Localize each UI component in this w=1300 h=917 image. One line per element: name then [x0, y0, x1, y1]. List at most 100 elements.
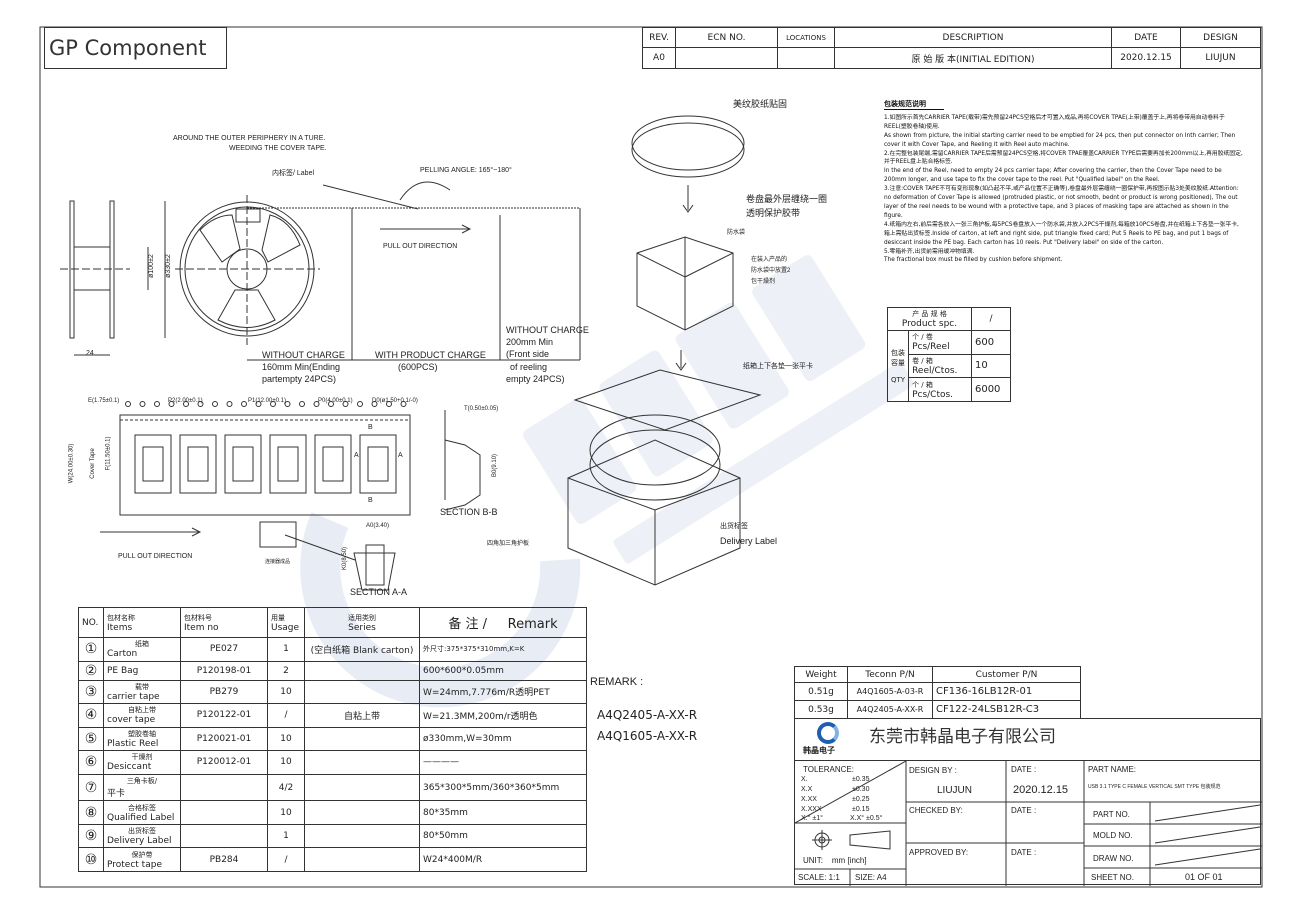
- bom-remark: 80*50mm: [419, 823, 587, 849]
- bom-header-series-en: Series: [348, 622, 376, 633]
- sprocket-hole: [168, 401, 175, 407]
- design-date: 2020.12.15: [1013, 784, 1069, 796]
- bom-usage: 10: [267, 750, 305, 775]
- bom-item-no: [180, 800, 268, 825]
- tolerance-key: X.: [801, 776, 808, 783]
- bom-usage: 2: [267, 660, 305, 681]
- sheet-no-label: SHEET NO.: [1091, 873, 1134, 882]
- bom-item-no: PE027: [180, 637, 268, 662]
- spec-row-en: Reel/Ctos.: [912, 365, 958, 376]
- bom-header-itemno-cn: 包材料号: [184, 613, 212, 622]
- sprocket-hole: [328, 401, 334, 407]
- bom-header-usage-en: Usage: [271, 622, 300, 633]
- draw-no-label: DRAW NO.: [1093, 854, 1134, 863]
- bom-item-en: Protect tape: [107, 859, 162, 870]
- cover-tape-label: Cover Tape: [89, 448, 96, 479]
- dim-width: 24: [86, 350, 94, 357]
- bom-series: [304, 823, 420, 849]
- spec-header-en: Product spc.: [901, 319, 958, 329]
- sprocket-hole: [357, 401, 363, 407]
- section2-title: WITH PRODUCT CHARGE: [375, 350, 486, 360]
- bom-series: [304, 847, 420, 872]
- angle-tolerance-1: X.° ±1°: [801, 815, 823, 822]
- remark-label: REMARK :: [590, 676, 644, 688]
- unit: UNIT: mm [inch]: [803, 856, 867, 865]
- bom-item-en: Carton: [107, 649, 138, 660]
- tape-pocket-inner: [187, 446, 209, 482]
- pn-header: Customer P/N: [932, 665, 1081, 684]
- bom-item-cn: 自粘上带: [128, 706, 156, 715]
- dim-hub: ø100±2: [147, 254, 155, 278]
- bom-item-en: 平卡: [107, 789, 126, 800]
- tape-pocket-inner: [142, 446, 164, 482]
- bom-item-no: P120012-01: [180, 750, 268, 775]
- pn-customer: CF136-16LB12R-01: [932, 682, 1081, 702]
- sprocket-hole: [299, 401, 305, 407]
- approved-date-label: DATE :: [1011, 848, 1037, 857]
- bom-remark: ø330mm,W=30mm: [419, 726, 587, 752]
- rev-header: REV.: [642, 27, 676, 48]
- bom-item-cn: 干燥剂: [131, 753, 153, 762]
- spec-row-cn: 卷 / 箱: [912, 356, 933, 365]
- tape-pocket: [224, 434, 262, 494]
- bom-no: ①: [78, 637, 104, 662]
- spec-row-cn: 个 / 卷: [912, 333, 933, 342]
- ecn-header: ECN NO.: [675, 27, 778, 48]
- tape-pocket-inner: [367, 446, 389, 482]
- section-mark-a: A: [354, 452, 359, 459]
- design-date-label: DATE :: [1011, 765, 1037, 774]
- section-mark-b: B: [368, 424, 373, 431]
- bom-item-cn: 合格标签: [128, 803, 156, 812]
- rev-value: A0: [642, 47, 676, 69]
- bom-no: ⑩: [78, 847, 104, 872]
- spec-header-cn: 产 品 规 格: [912, 310, 947, 318]
- spec-row-value: 6000: [970, 377, 1012, 402]
- sprocket-hole: [154, 401, 160, 407]
- company-name: 东莞市韩晶电子有限公司: [869, 727, 1056, 747]
- notes-line: 1.如图所示首先CARRIER TAPE(载带)需先预留24PCS空格后才可置入…: [884, 114, 1225, 130]
- sheet-no: 01 OF 01: [1185, 872, 1223, 882]
- bom-no: ③: [78, 679, 104, 705]
- desiccant-note-1: 在装入产品的: [751, 257, 788, 263]
- tape-pocket-inner: [277, 446, 299, 482]
- bom-remark: 365*300*5mm/360*360*5mm: [419, 773, 587, 802]
- desiccant-note-2: 防水袋中放置2: [751, 268, 791, 274]
- spec-row-cn: 个 / 箱: [912, 380, 933, 389]
- dim-e: E(1.75±0.1): [88, 398, 120, 404]
- bom-no: ⑧: [78, 800, 104, 825]
- spec-row-value: 600: [970, 330, 1012, 355]
- sprocket-hole: [284, 401, 291, 407]
- design-by-label: DESIGN BY :: [909, 766, 957, 775]
- bom-header-remark: 备 注 / Remark: [419, 606, 587, 639]
- sprocket-hole: [313, 401, 320, 407]
- delivery-label-cn: 出货标签: [720, 523, 748, 530]
- revision-table: REV. ECN NO. LOCATIONS DESCRIPTION DATE …: [642, 27, 1261, 90]
- dim-p1: P1(12.00±0.1): [248, 398, 286, 404]
- remark-line: A4Q2405-A-XX-R: [597, 708, 698, 722]
- notes-line: The fractional box must be filled by cus…: [884, 257, 1063, 264]
- bom-remark: ————: [419, 750, 587, 775]
- part-no-label: PART NO.: [1093, 810, 1130, 819]
- tolerance-value: ±0.15: [852, 806, 870, 813]
- tolerance-key: X.XX: [801, 796, 817, 803]
- tape-pull-out-direction: PULL OUT DIRECTION: [118, 553, 193, 560]
- title-block: TOLERANCE: X.±0.35 X.X±0.30 X.XX±0.25 X.…: [794, 760, 1262, 886]
- dim-reel: ø330±2: [164, 254, 172, 278]
- outer-note-2: WEEDING THE COVER TAPE.: [229, 145, 327, 152]
- bom-series: (空白纸箱 Blank carton): [304, 637, 420, 662]
- tolerance-label: TOLERANCE:: [803, 765, 854, 774]
- bom-item-en: cover tape: [107, 715, 156, 726]
- outer-wrap-1: 卷盘最外层缠绕一圈: [746, 194, 828, 204]
- design-value: LIUJUN: [1180, 47, 1261, 69]
- bom-item-en: Desiccant: [107, 762, 152, 773]
- peeling-angle: PELLING ANGLE: 165°~180°: [420, 167, 512, 174]
- tape-pocket: [314, 434, 352, 494]
- locations-header: LOCATIONS: [777, 27, 835, 48]
- bom-no: ⑥: [78, 750, 104, 775]
- bom-usage: /: [267, 847, 305, 872]
- bom-usage: /: [267, 703, 305, 728]
